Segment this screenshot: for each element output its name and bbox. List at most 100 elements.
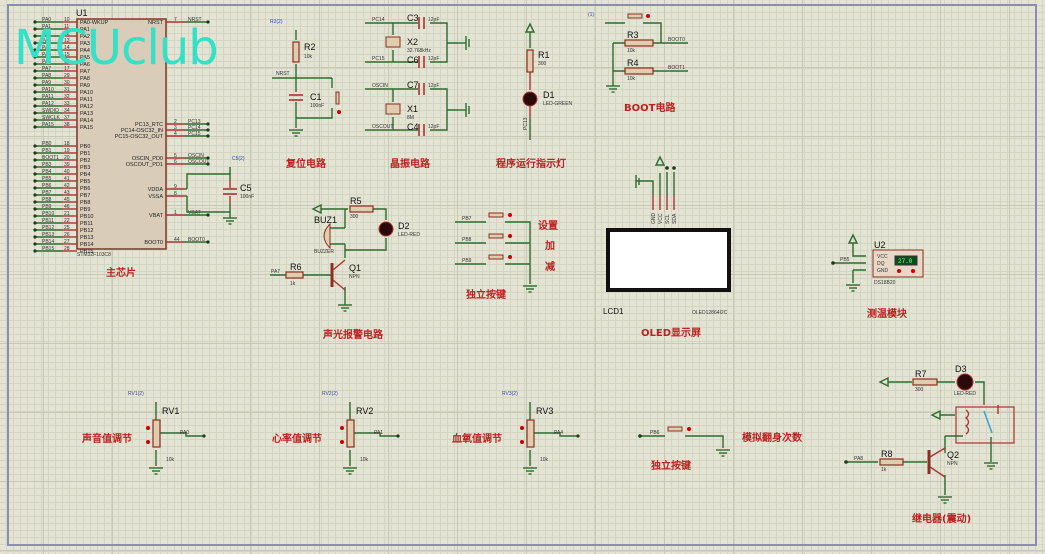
caption-keys: 独立按键 xyxy=(466,288,507,301)
mcu-pin-name: PA0-WKUP xyxy=(80,20,109,26)
r7-resistor[interactable] xyxy=(912,378,938,386)
mcu-net-label: PA4 xyxy=(42,45,51,51)
mcu-net-label: PB6 xyxy=(42,183,52,189)
mcu-pin-name: PA4 xyxy=(80,48,90,54)
relay-body[interactable] xyxy=(955,406,1015,444)
key-set-button[interactable] xyxy=(488,212,504,218)
d2-led[interactable] xyxy=(378,221,394,237)
c5-value: 100nF xyxy=(240,194,254,200)
oled-display[interactable]: GND VCC SCL SDA LCD1 OLED12864I2C OLED显示… xyxy=(603,156,731,339)
mcu-pin-name: PB7 xyxy=(80,193,90,199)
r8-resistor[interactable] xyxy=(879,458,904,466)
net-oscout: OSCOUT xyxy=(372,124,393,130)
x2-value: 32.768kHz xyxy=(407,48,431,54)
reset-circuit[interactable]: R2(2) R2 10k NRST C1 100nF 复位电路 xyxy=(270,19,341,170)
oled-pin-scl: SCL xyxy=(665,214,671,224)
reset-button[interactable] xyxy=(335,91,340,105)
caption-main-chip: 主芯片 xyxy=(106,266,136,279)
r3-ref: R3 xyxy=(627,30,639,40)
boot-circuit[interactable]: (1) R3 10k R4 10k BOOT0 BOOT1 BOOT电路 xyxy=(588,12,688,114)
probe-c5: C5(2) xyxy=(232,156,245,162)
d2-ref: D2 xyxy=(398,221,410,231)
label-up: 加 xyxy=(544,239,555,252)
x1-crystal[interactable] xyxy=(385,103,401,115)
probe-r2: R2(2) xyxy=(270,19,283,25)
mcu-net-label: PB8 xyxy=(42,197,52,203)
mcu-pin-name: PB12 xyxy=(80,228,93,234)
mcu-pin-name: PA5 xyxy=(80,55,90,61)
key-up-button[interactable] xyxy=(488,233,504,239)
c3-value: 12pF xyxy=(428,17,439,23)
oled-pin-vcc: VCC xyxy=(658,213,664,224)
mcu-pin-number: 37 xyxy=(64,115,70,121)
mcu-pin-number: 17 xyxy=(64,66,70,72)
q1-value: NPN xyxy=(349,274,360,280)
alarm-circuit[interactable]: R5 300 BUZ1 BUZZER D2 LED-RED Q1 NPN R6 … xyxy=(270,196,420,341)
relay-circuit[interactable]: R7 300 D3 LED-RED Q2 NPN R8 1k PA8 继电器(震… xyxy=(844,364,1015,525)
r1-resistor[interactable] xyxy=(526,49,534,73)
turn-counter-key[interactable]: PB6 模拟翻身次数 独立按键 xyxy=(638,426,803,472)
mcu-pin-name: PB14 xyxy=(80,242,93,248)
r6-resistor[interactable] xyxy=(285,271,304,279)
probe-rv3: RV3(2) xyxy=(502,391,518,397)
r4-resistor[interactable] xyxy=(624,67,654,75)
mcu-pin-number: 22 xyxy=(64,218,70,224)
mcu-pin-name: NRST xyxy=(148,20,164,26)
q2-value: NPN xyxy=(947,461,958,467)
potentiometer[interactable] xyxy=(526,419,535,448)
mcu-pin-number: 31 xyxy=(64,87,70,93)
mcu-pin-name: PB3 xyxy=(80,165,90,171)
c7-ref: C7 xyxy=(407,80,419,90)
oled-screen[interactable] xyxy=(606,228,731,292)
crystal-circuit[interactable]: PC14 PC15 OSCIN OSCOUT C3 12pF C6 12pF C… xyxy=(365,13,470,170)
buzzer[interactable] xyxy=(323,222,331,250)
r3-resistor[interactable] xyxy=(624,39,654,47)
r2-resistor[interactable] xyxy=(292,41,300,63)
r5-ref: R5 xyxy=(350,196,362,206)
lcd1-ref: LCD1 xyxy=(603,307,624,316)
mcu-pin-name: PA12 xyxy=(80,104,93,110)
mcu-net-label: BOOT1 xyxy=(42,155,59,161)
x2-crystal[interactable] xyxy=(385,36,401,48)
mcu-pin-name: VBAT xyxy=(149,213,164,219)
mcu-net-label: PB0 xyxy=(42,141,52,147)
boot-button[interactable] xyxy=(627,13,643,19)
mcu-net-label: PA2 xyxy=(42,31,51,37)
mcu-pin-name: PB8 xyxy=(80,200,90,206)
temp-module[interactable]: 27.0 VCC DQ GND U2 DS18B20 PB5 测温模块 xyxy=(831,234,924,320)
key-down-button[interactable] xyxy=(488,254,504,260)
potentiometer[interactable] xyxy=(152,419,161,448)
temp-down-button[interactable] xyxy=(897,269,901,273)
pot-net: PA4 xyxy=(554,430,563,436)
r5-resistor[interactable] xyxy=(349,205,374,213)
mcu-pin-name: PC14-OSC32_IN xyxy=(121,128,163,134)
turn-key-button[interactable] xyxy=(667,426,683,432)
c5-ref: C5 xyxy=(240,183,252,193)
mcu-pin-name: PB15 xyxy=(80,249,93,255)
oled-pin-gnd: GND xyxy=(651,213,657,225)
mcu-pin-number: 28 xyxy=(64,246,70,252)
mcu-pin-number: 2 xyxy=(174,119,177,125)
potentiometer[interactable] xyxy=(346,419,355,448)
d1-led[interactable] xyxy=(522,91,538,107)
r4-ref: R4 xyxy=(627,58,639,68)
r3-value: 10k xyxy=(627,48,636,54)
r7-value: 300 xyxy=(915,387,924,393)
x2-ref: X2 xyxy=(407,37,418,47)
temp-up-button[interactable] xyxy=(911,269,915,273)
c4-value: 12pF xyxy=(428,124,439,130)
keys-circuit[interactable]: PB7 PB8 PB9 设置 加 减 独立按键 xyxy=(455,212,558,301)
d3-led[interactable] xyxy=(956,373,974,391)
run-led-circuit[interactable]: R1 300 D1 LED-GREEN PC13 程序运行指示灯 xyxy=(496,23,573,170)
oled-pin-sda: SDA xyxy=(672,213,678,224)
mcu-pin-number: 6 xyxy=(174,159,177,165)
mcu-pin-name: OSCOUT_PD1 xyxy=(126,162,163,168)
mcu-pin-number: 11 xyxy=(64,24,69,30)
mcu-body[interactable] xyxy=(76,18,167,250)
